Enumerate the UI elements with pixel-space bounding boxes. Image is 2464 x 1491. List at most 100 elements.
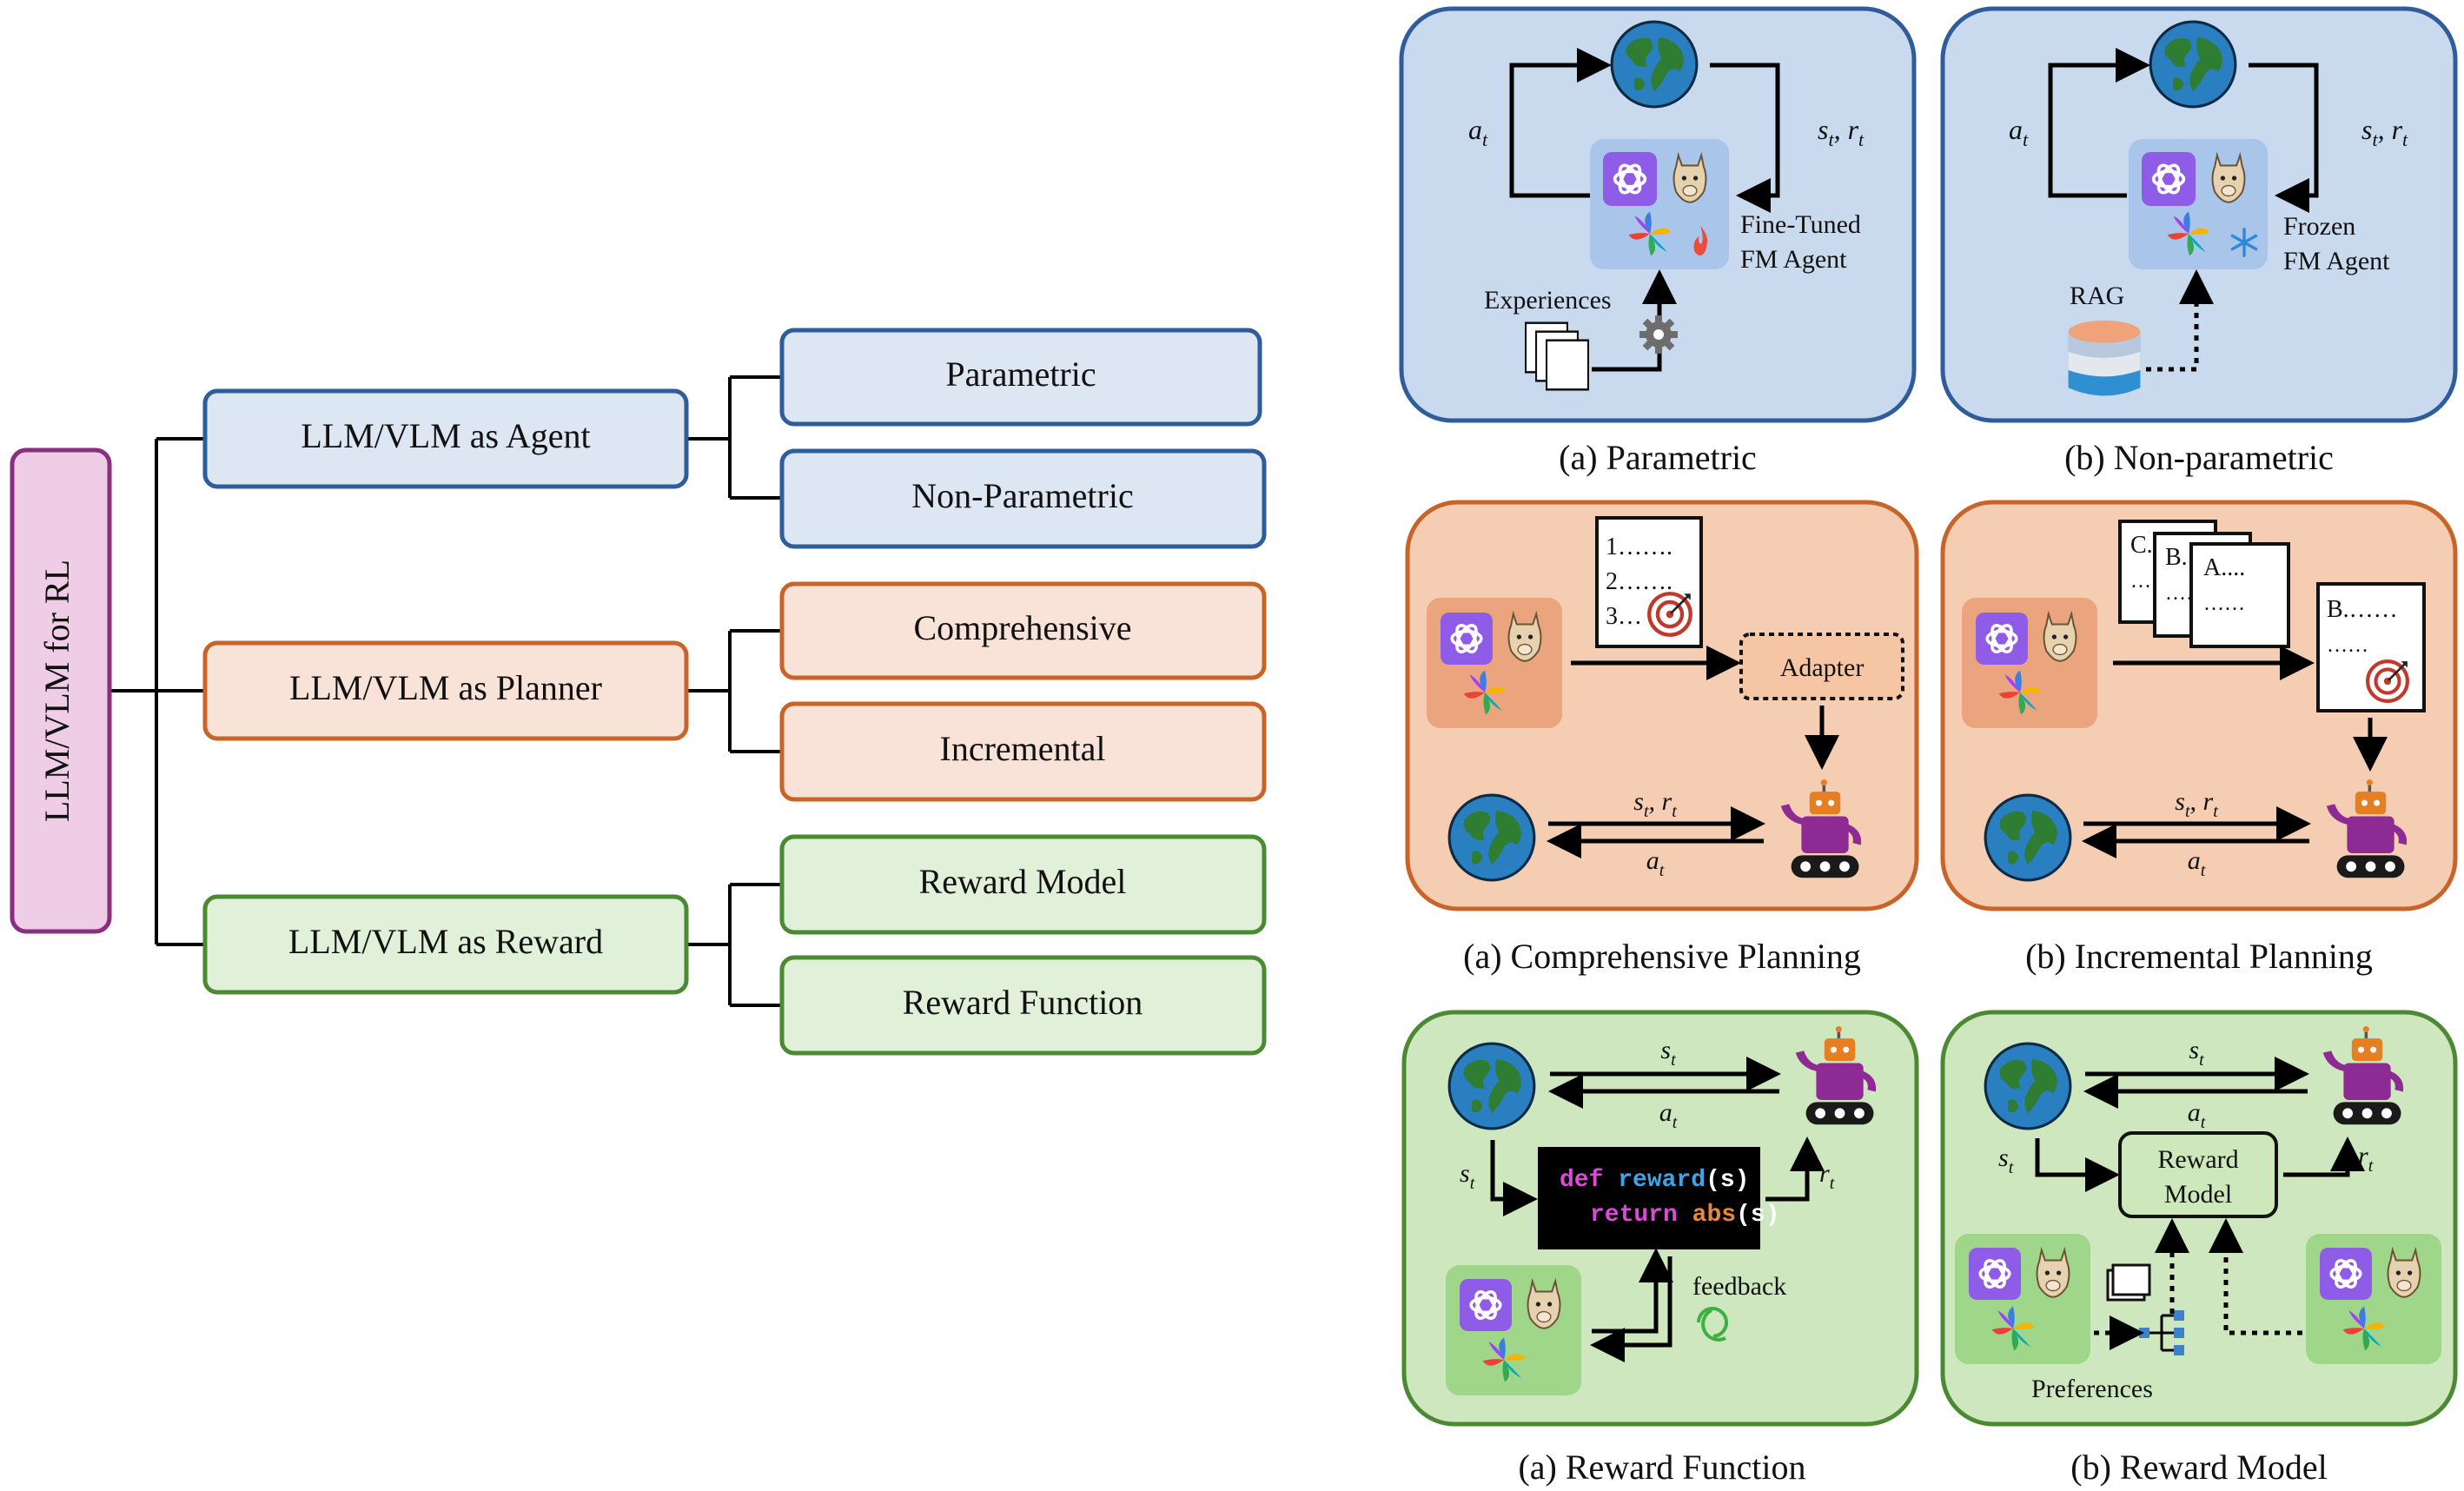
leaf-reward-model-label: Reward Model: [919, 862, 1127, 901]
reward-label: rt: [1819, 1159, 1835, 1193]
action-label: at: [1646, 846, 1665, 880]
experience-arrow: [1592, 269, 1677, 372]
leaf-comprehensive-node: [779, 581, 1267, 680]
feedback-label: feedback: [1692, 1272, 1786, 1301]
panel-caption: (b) Incremental Planning: [2025, 937, 2373, 976]
openai-logo-icon: [2320, 1248, 2372, 1300]
globe-icon: [1610, 20, 1699, 109]
branch-agent-label: LLM/VLM as Agent: [301, 416, 590, 455]
agent-line1: Fine-Tuned: [1740, 210, 1861, 239]
env-arrows: [1548, 1057, 1781, 1109]
root-label: LLM/VLM for RL: [37, 560, 76, 822]
branch-planner-node: [202, 640, 689, 741]
code-to-robot-arrow: [1765, 1136, 1825, 1202]
reward-label: rt: [2358, 1142, 2374, 1176]
leaf-incremental-node: [779, 701, 1267, 802]
reward-model-line2: Model: [2164, 1180, 2232, 1209]
past-plan-doc-a: [2189, 542, 2290, 648]
agent-line1: Frozen: [2283, 212, 2355, 241]
map-document-icon: [1546, 339, 1589, 391]
action-label: at: [1659, 1098, 1678, 1132]
preference-document-icon: [2111, 1263, 2151, 1296]
state-input-label: st: [1460, 1159, 1475, 1193]
action-label: at: [2188, 1098, 2206, 1132]
ranking-tree-lines: [2149, 1314, 2174, 1352]
leaf-reward-function-node: [779, 955, 1267, 1056]
globe-icon: [1447, 793, 1536, 882]
state-to-model-arrow: [2035, 1138, 2120, 1192]
experiences-label: Experiences: [1484, 286, 1612, 315]
plan-step-3: 3…: [1606, 603, 1642, 630]
doc-c-label: C.: [2130, 532, 2153, 559]
leaf-reward-model-node: [779, 834, 1267, 935]
env-arrows: [1547, 806, 1765, 858]
openai-logo-icon: [1460, 1279, 1512, 1331]
leaf-reward-function-label: Reward Function: [903, 983, 1143, 1022]
panel-caption: (a) Reward Function: [1518, 1448, 1805, 1487]
reward-code-block: [1538, 1147, 1760, 1249]
leaf-parametric-node: [779, 328, 1262, 427]
panel-reward-model: st at st Reward Model rt: [1940, 1010, 2458, 1487]
reward-model-line1: Reward: [2157, 1145, 2238, 1174]
panel-caption: (b) Non-parametric: [2064, 438, 2334, 477]
openai-logo-icon: [2142, 152, 2196, 206]
leaf-nonparametric-node: [779, 448, 1267, 549]
code-line-1: def reward(s): [1560, 1167, 1749, 1194]
branch-reward-node: [202, 894, 689, 995]
agent-line2: FM Agent: [2283, 247, 2390, 275]
rag-label: RAG: [2070, 282, 2124, 310]
env-arrows: [2082, 806, 2311, 858]
branch-agent-node: [202, 388, 689, 489]
panel-planner-comprehensive: 1……. 2……. 3… Adapter st, rt at (a) Compr…: [1405, 500, 1919, 976]
globe-icon: [1984, 1042, 2072, 1130]
action-label: at: [2188, 846, 2206, 880]
globe-icon: [1984, 793, 2072, 882]
target-icon: [1649, 593, 1691, 635]
code-line-2: return abs(s): [1590, 1202, 1779, 1229]
panel-caption: (a) Comprehensive Planning: [1463, 937, 1861, 976]
branch-reward-label: LLM/VLM as Reward: [288, 922, 603, 961]
leaf-nonparametric-label: Non-Parametric: [911, 476, 1133, 515]
refresh-icon: [1697, 1307, 1728, 1342]
state-reward-label: st, rt: [2175, 787, 2218, 821]
openai-logo-icon: [1976, 613, 2028, 665]
openai-logo-icon: [1441, 613, 1493, 665]
state-to-code-arrow: [1490, 1140, 1538, 1216]
plan-step-2: 2…….: [1606, 568, 1672, 595]
openai-logo-icon: [1969, 1248, 2021, 1300]
agent-line2: FM Agent: [1740, 245, 1847, 274]
state-label: st: [1660, 1036, 1676, 1070]
globe-icon: [1447, 1042, 1536, 1130]
globe-icon: [2149, 20, 2237, 109]
state-reward-label: st, rt: [1633, 787, 1677, 821]
doc-a-label: A....: [2203, 554, 2245, 581]
adapter-label: Adapter: [1780, 653, 1865, 682]
loop-arrows: [2048, 48, 2319, 213]
plan-step-1: 1…….: [1606, 533, 1672, 560]
loop-arrows: [1509, 48, 1780, 213]
panel-agent-parametric: at st, rt Fine-Tuned FM Agent Experience…: [1399, 6, 1917, 477]
doc-b-label: B.: [2165, 544, 2188, 571]
ranking-tree-icon: [2139, 1310, 2184, 1355]
preferences-label: Preferences: [2031, 1375, 2153, 1403]
panel-agent-nonparametric: at st, rt Frozen FM Agent RAG (b) Non-pa…: [1940, 6, 2458, 477]
panel-planner-incremental: C. …… B. …… A.... …… B.…… …… st, rt at (…: [1940, 500, 2458, 976]
panel-reward-function: st at st def reward(s) return abs(s) rt …: [1401, 1010, 1919, 1487]
branch-planner-label: LLM/VLM as Planner: [289, 668, 602, 707]
state-label: st: [2189, 1036, 2204, 1070]
tree-connectors: [109, 375, 782, 1007]
target-icon: [2368, 661, 2408, 701]
state-reward-label: st, rt: [2361, 114, 2408, 150]
root-node: [10, 447, 112, 934]
preference-arrows: [2094, 1218, 2302, 1350]
state-reward-label: st, rt: [1818, 114, 1865, 150]
action-label: at: [2009, 114, 2029, 150]
rag-arrow: [2146, 269, 2214, 372]
doc-a-dots: ……: [2203, 593, 2245, 615]
leaf-parametric-label: Parametric: [945, 355, 1096, 394]
model-to-robot-arrow: [2283, 1136, 2365, 1177]
reward-model-box: [2118, 1131, 2278, 1218]
state-input-label: st: [1998, 1143, 2014, 1177]
env-arrows: [2083, 1057, 2309, 1109]
